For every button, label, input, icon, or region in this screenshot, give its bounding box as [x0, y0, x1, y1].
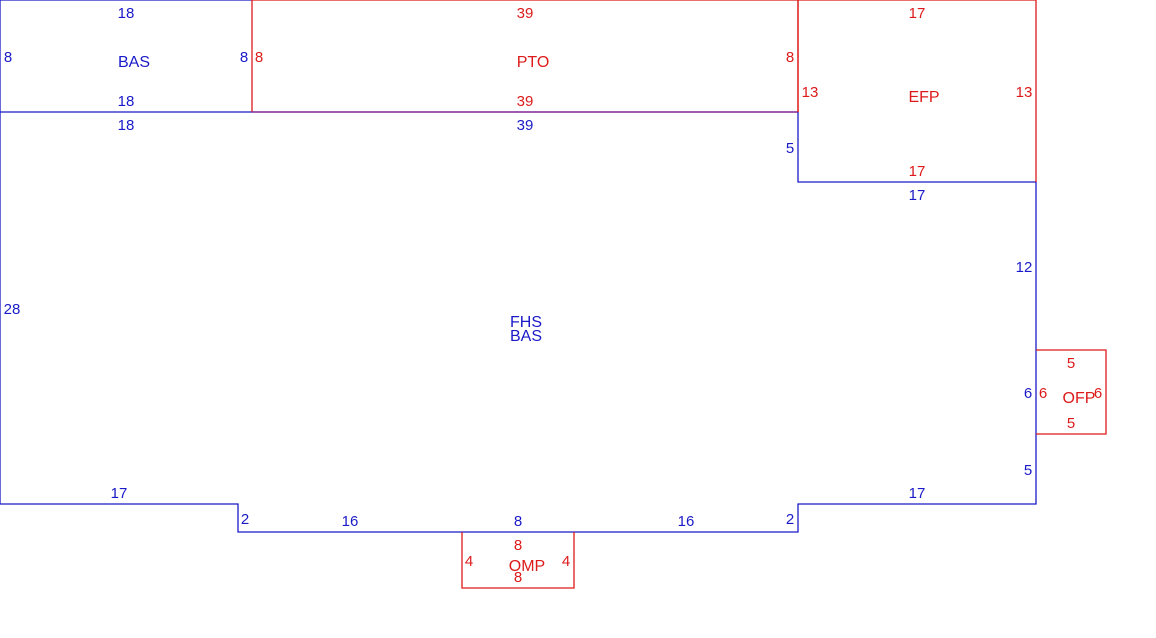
dim-ofp-top: 5	[1067, 355, 1075, 372]
dim-main-step-left: 5	[786, 140, 794, 157]
dim-ofp-left: 6	[1039, 385, 1047, 402]
omp-outline	[461, 532, 575, 589]
main-label-1: FHS	[510, 314, 542, 331]
dim-main-step-top: 17	[909, 187, 926, 204]
dim-bas-right: 8	[240, 49, 248, 66]
dim-main-bottom-center: 8	[514, 513, 522, 530]
efp-outline	[797, 0, 1037, 182]
dim-main-top-left: 18	[118, 117, 135, 134]
dim-main-right-upper: 12	[1016, 259, 1033, 276]
omp-label: OMP	[509, 558, 545, 575]
dim-omp-bottom: 8	[514, 569, 522, 586]
dim-pto-left: 8	[255, 49, 263, 66]
dim-efp-left: 13	[802, 84, 819, 101]
dim-main-bottom-left: 17	[111, 485, 128, 502]
dim-efp-right: 13	[1016, 84, 1033, 101]
pto-label: PTO	[517, 54, 550, 71]
dim-bas-bottom: 18	[118, 93, 135, 110]
dim-bas-left: 8	[4, 49, 12, 66]
dim-main-top-mid: 39	[517, 117, 534, 134]
ofp-label: OFP	[1063, 390, 1096, 407]
dim-efp-top: 17	[909, 5, 926, 22]
dim-omp-right: 4	[562, 553, 570, 570]
dim-bas-top: 18	[118, 5, 135, 22]
dim-ofp-bottom: 5	[1067, 415, 1075, 432]
dim-main-bottom-right: 17	[909, 485, 926, 502]
dim-efp-bottom: 17	[909, 163, 926, 180]
dim-main-bottom-inner-left: 16	[342, 513, 359, 530]
dim-omp-left: 4	[465, 553, 473, 570]
dim-omp-top: 8	[514, 537, 522, 554]
dim-main-right-lower: 5	[1024, 462, 1032, 479]
dim-pto-top: 39	[517, 5, 534, 22]
dim-main-bottom-inner-right: 16	[678, 513, 695, 530]
dim-main-notch-left: 2	[241, 511, 249, 528]
main-label-2: BAS	[510, 328, 542, 345]
ofp-outline	[1036, 349, 1107, 435]
dim-pto-right: 8	[786, 49, 794, 66]
dim-ofp-right: 6	[1094, 385, 1102, 402]
main-living-area-outline	[0, 111, 1037, 533]
dim-main-right-mid: 6	[1024, 385, 1032, 402]
dim-main-left: 28	[4, 301, 21, 318]
bas-top-label: BAS	[118, 54, 150, 71]
dim-main-notch-right: 2	[786, 511, 794, 528]
dim-pto-bottom: 39	[517, 93, 534, 110]
efp-label: EFP	[908, 89, 939, 106]
